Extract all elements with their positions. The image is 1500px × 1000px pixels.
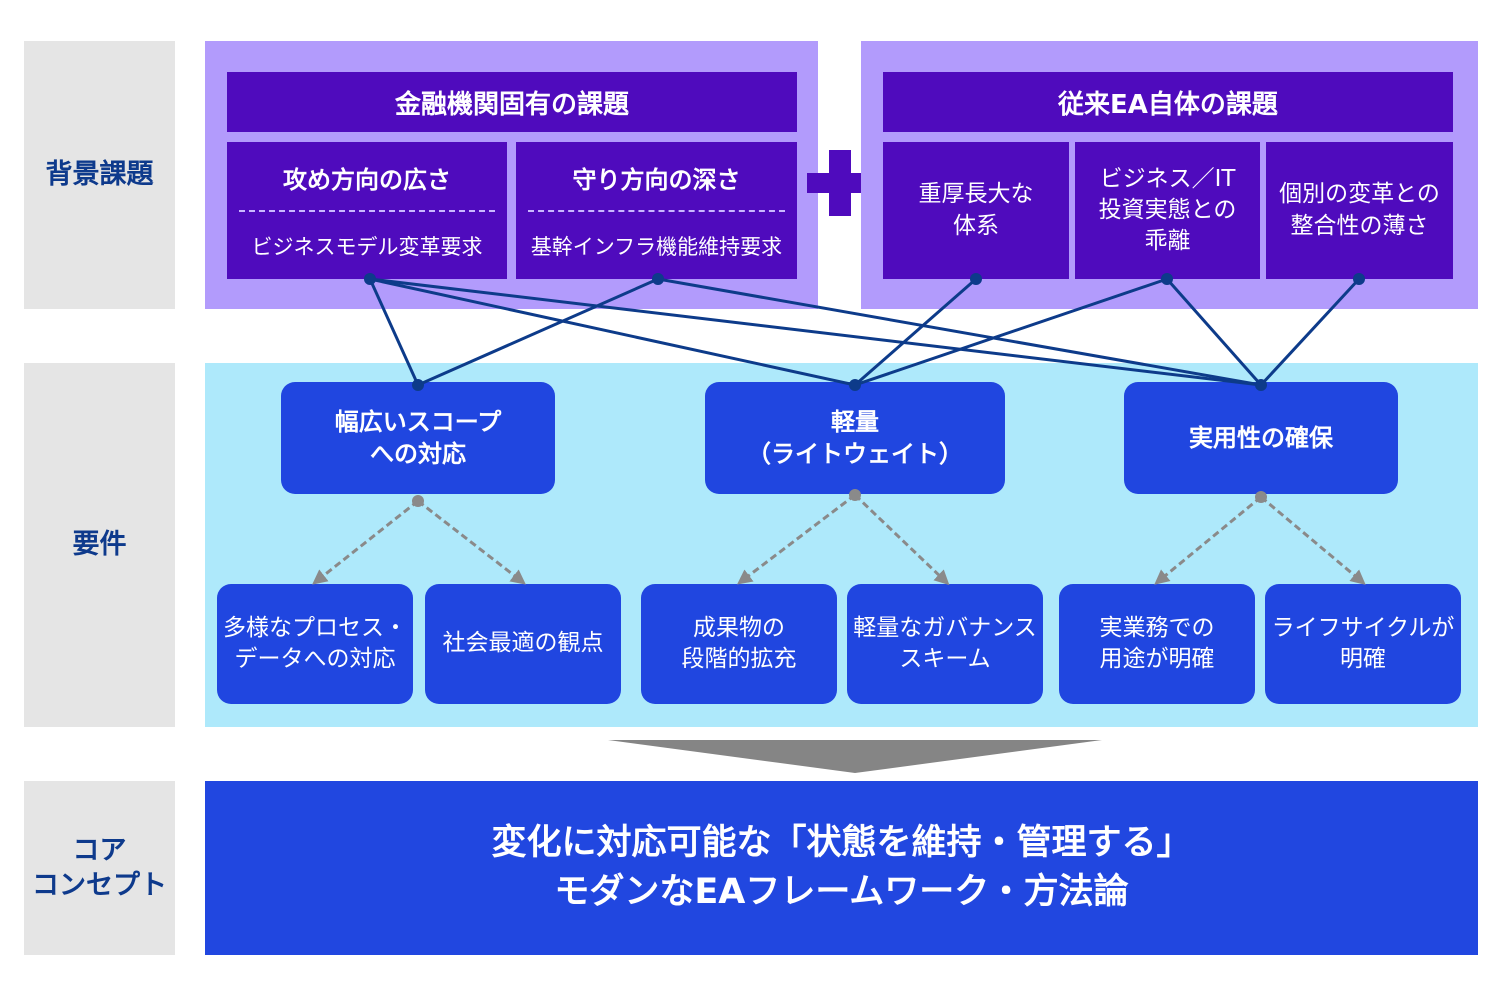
sub-requirement-clear-usage: 実業務での 用途が明確 — [1059, 584, 1255, 704]
issue-box-heavy-system: 重厚長大な 体系 — [883, 142, 1069, 279]
requirement-broad-scope: 幅広いスコープ への対応 — [281, 382, 555, 494]
plus-icon — [807, 150, 872, 216]
row-label-requirements: 要件 — [24, 363, 175, 727]
requirement-lightweight: 軽量 （ライトウェイト） — [705, 382, 1005, 494]
issue-box-offense: 攻め方向の広さ ビジネスモデル変革要求 — [227, 142, 507, 279]
issue-box-defense: 守り方向の深さ 基幹インフラ機能維持要求 — [516, 142, 797, 279]
group-title-ea-issues: 従来EA自体の課題 — [883, 72, 1453, 132]
sub-requirement-light-governance: 軽量なガバナンス スキーム — [847, 584, 1043, 704]
issue-desc: ビジネスモデル変革要求 — [251, 235, 483, 259]
dashed-divider — [528, 210, 785, 212]
row-label-core-concept: コア コンセプト — [24, 781, 175, 955]
sub-requirement-diverse-process: 多様なプロセス・ データへの対応 — [217, 584, 413, 704]
requirement-practicality: 実用性の確保 — [1124, 382, 1398, 494]
sub-requirement-social-optimum: 社会最適の観点 — [425, 584, 621, 704]
dashed-divider — [239, 210, 495, 212]
issue-box-business-it-gap: ビジネス／IT 投資実態との 乖離 — [1075, 142, 1260, 279]
group-title-finance-issues: 金融機関固有の課題 — [227, 72, 797, 132]
sub-requirement-clear-lifecycle: ライフサイクルが 明確 — [1265, 584, 1461, 704]
core-concept-box: 変化に対応可能な「状態を維持・管理する」 モダンなEAフレームワーク・方法論 — [205, 781, 1478, 955]
row-label-background: 背景課題 — [24, 41, 175, 309]
issue-title: 守り方向の深さ — [572, 166, 741, 194]
issue-desc: 基幹インフラ機能維持要求 — [530, 235, 783, 259]
sub-requirement-incremental: 成果物の 段階的拡充 — [641, 584, 837, 704]
issue-title: 攻め方向の広さ — [283, 166, 451, 194]
issue-box-alignment: 個別の変革との 整合性の薄さ — [1266, 142, 1453, 279]
